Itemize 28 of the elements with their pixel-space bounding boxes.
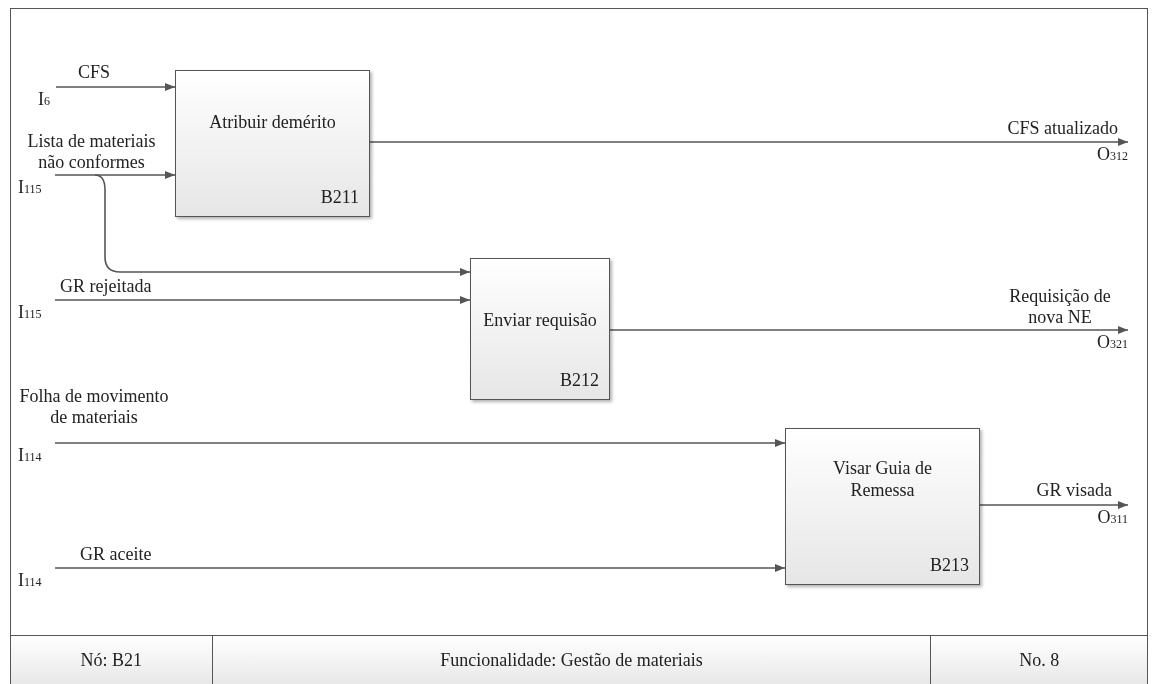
box-code: B213	[930, 555, 969, 576]
arrow	[94, 174, 471, 276]
arrow	[55, 83, 176, 91]
box-title: Enviar requisão	[482, 309, 598, 331]
arrow	[54, 564, 786, 572]
box-code: B211	[320, 187, 359, 208]
edge-label: CFS	[78, 62, 112, 83]
footer-cell: Funcionalidade: Gestão de materiais	[212, 636, 932, 684]
arrow	[54, 439, 786, 447]
box-title: Atribuir demérito	[208, 111, 337, 133]
box-code: B212	[560, 370, 599, 391]
arrow	[979, 501, 1129, 509]
arrow	[369, 138, 1129, 146]
edge-label: GR rejeitada	[60, 276, 153, 297]
process-box	[785, 428, 980, 585]
box-title: Visar Guia de Remessa	[832, 457, 933, 501]
process-box	[175, 70, 370, 217]
arrow	[609, 326, 1129, 334]
edge-label: Requisição de nova NE	[1008, 286, 1112, 328]
footer-cell: Nó: B21	[11, 636, 213, 684]
process-box	[470, 258, 610, 400]
edge-label: GR aceite	[80, 544, 153, 565]
arrow	[54, 171, 176, 179]
edge-label: Lista de materiais não conformes	[26, 131, 157, 173]
edge-label: GR visada	[1035, 480, 1112, 501]
edge-label: CFS atualizado	[1006, 118, 1118, 139]
edge-label: Folha de movimento de materiais	[18, 386, 170, 428]
arrow	[54, 296, 471, 304]
